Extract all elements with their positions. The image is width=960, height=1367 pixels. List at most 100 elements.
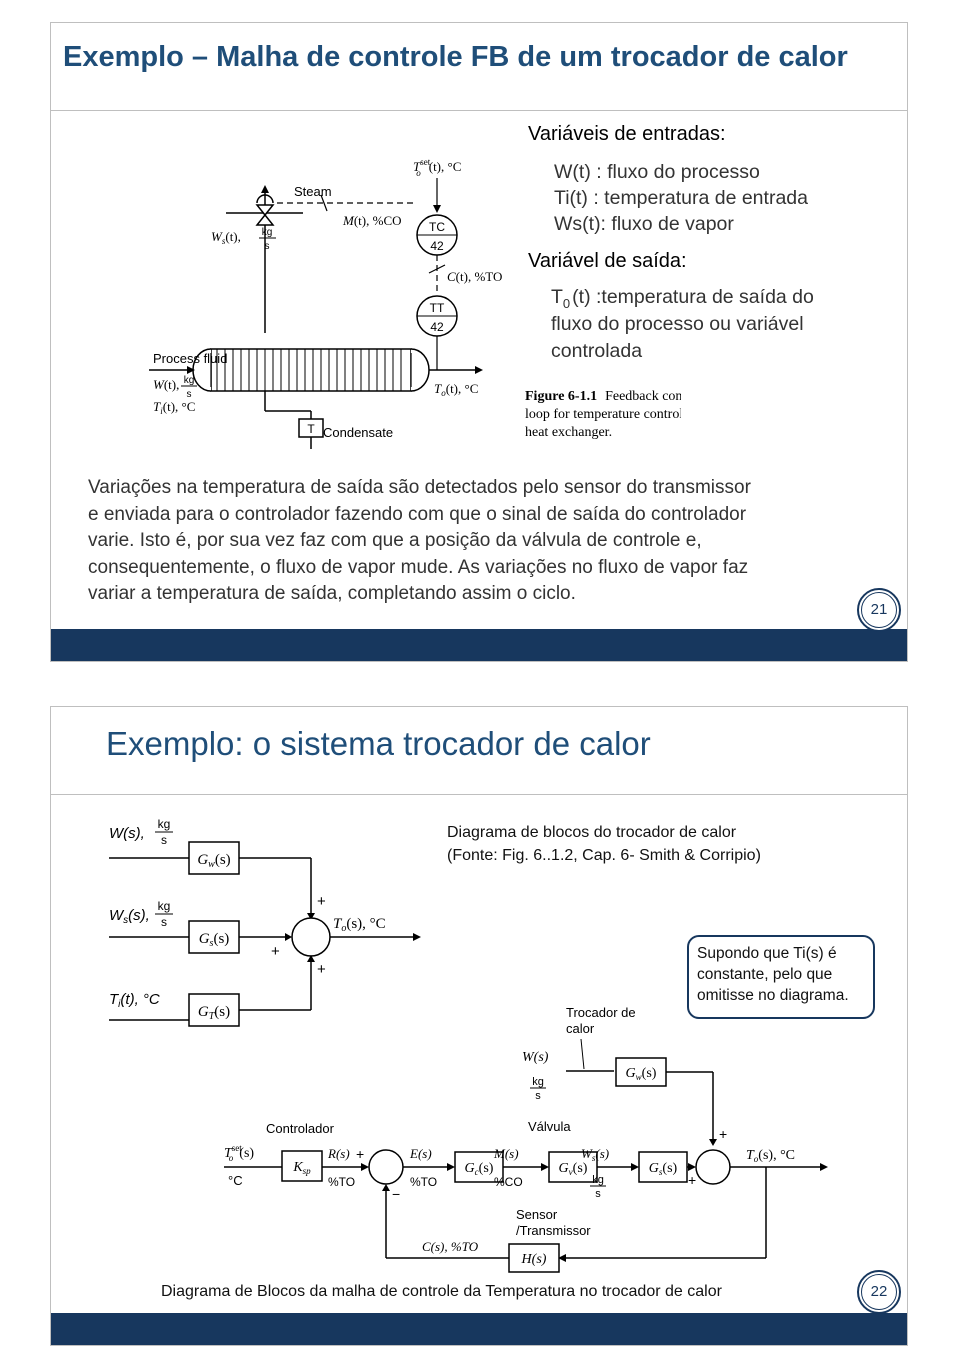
trocador-label-2: calor [566, 1021, 595, 1036]
sum-plus-top: + [317, 893, 326, 910]
ws-unit-s: s [265, 241, 270, 252]
gs-block: Gs(s) [199, 931, 230, 949]
output-line-2: fluxo do processo ou variável [551, 313, 804, 335]
slide-title: Exemplo: o sistema trocador de calor [106, 725, 651, 762]
w-input-label: W(s), [109, 825, 145, 842]
ws-unit-kg: kg [158, 899, 171, 913]
to-output-label: To(s), °C [746, 1148, 795, 1164]
process-fluid-label: Process fluid [153, 351, 227, 366]
tc-label: TC [429, 220, 445, 234]
c-signal-label: C(t), %TO [447, 269, 502, 284]
sum-plus-left: + [271, 943, 280, 960]
page-number-badge: 21 [857, 588, 901, 632]
w-unit-s: s [161, 833, 167, 847]
trocador-label-1: Trocador de [566, 1005, 636, 1020]
input-item-3: Ws(t): fluxo de vapor [554, 213, 734, 235]
w-disturbance-label: W(s) [522, 1050, 549, 1065]
ws-unit-s: s [595, 1188, 601, 1200]
controlador-label: Controlador [266, 1121, 335, 1136]
gv-block: Gv(s) [559, 1161, 588, 1177]
sum1-minus: − [392, 1186, 400, 1202]
paragraph-line: e enviada para o controlador fazendo com… [88, 503, 747, 525]
figure-caption-line3: heat exchanger. [525, 425, 612, 440]
sensor-label-2: /Transmissor [516, 1223, 591, 1238]
paragraph-line: variar a temperatura de saída, completan… [88, 583, 576, 604]
output-line-3: controlada [551, 340, 643, 362]
sum1-plus: + [356, 1146, 364, 1162]
w-unit-kg: kg [184, 375, 195, 386]
paragraph-line: Variações na temperatura de saída são de… [88, 477, 751, 498]
slide-22: Exemplo: o sistema trocador de calor Dia… [50, 706, 908, 1346]
tt-number: 42 [430, 320, 444, 334]
w-unit-kg: kg [158, 817, 171, 831]
w-label: W(t), [153, 377, 179, 392]
sensor-label-1: Sensor [516, 1207, 558, 1222]
c-signal-label: C(s), %TO [422, 1239, 479, 1254]
condensate-label: Condensate [323, 425, 393, 440]
note-line: constante, pelo que [697, 966, 833, 983]
ws-label: Ws(t), [211, 229, 241, 246]
slide-21: Exemplo – Malha de controle FB de um tro… [50, 22, 908, 662]
page-number-badge: 22 [857, 1270, 901, 1314]
paragraph-line: consequentemente, o fluxo de vapor mude.… [88, 556, 749, 578]
ti-input-label: Ti(t), °C [109, 991, 160, 1010]
ws-unit-kg: kg [262, 227, 273, 238]
footer-caption: Diagrama de Blocos da malha de controle … [161, 1283, 722, 1300]
ksp-block: Ksp [292, 1160, 311, 1176]
closed-loop-block-diagram: Trocador de calor W(s) kg s Gw(s) + Cont… [224, 1005, 828, 1273]
m-signal-label: M(s) [493, 1146, 519, 1161]
output-line-1: T0(t) :temperatura de saída do [551, 286, 814, 311]
to-label: To(t), °C [434, 381, 478, 398]
w-unit-kg: kg [532, 1076, 544, 1088]
gs-block: Gs(s) [649, 1161, 678, 1177]
gt-block: GT(s) [198, 1004, 230, 1022]
r-signal-label: R(s) [327, 1146, 350, 1161]
figure-caption-line2: loop for temperature control of a [525, 407, 681, 422]
open-loop-block-diagram: W(s), kg s Ws(s), kg s Ti(t), °C Gw(s) +… [109, 817, 421, 1027]
ws-signal-label: Ws(s) [581, 1146, 609, 1163]
slide-title-bar: Exemplo – Malha de controle FB de um tro… [51, 23, 907, 111]
diagram-caption-line2: (Fonte: Fig. 6..1.2, Cap. 6- Smith & Cor… [447, 847, 761, 864]
w-unit-s: s [535, 1090, 541, 1102]
inputs-heading: Variáveis de entradas: [528, 123, 726, 145]
m-signal-unit: %CO [494, 1175, 523, 1189]
note-line: Supondo que Ti(s) é [697, 945, 837, 962]
sum2-plus-top: + [719, 1126, 727, 1142]
gw-block: Gw(s) [197, 852, 230, 870]
ws-unit-kg: kg [592, 1174, 604, 1186]
slide-title: Exemplo – Malha de controle FB de um tro… [63, 41, 848, 73]
r-signal-unit: %TO [328, 1175, 355, 1189]
explanation-paragraph: Variações na temperatura de saída são de… [88, 475, 878, 608]
note-line: omitisse no diagrama. [697, 987, 849, 1004]
gw-block: Gw(s) [626, 1066, 657, 1082]
ti-label: Ti(t), °C [153, 399, 195, 416]
steam-label: Steam [294, 184, 332, 199]
output-heading: Variável de saída: [528, 250, 687, 272]
assumption-note: Supondo que Ti(s) é constante, pelo que … [687, 935, 875, 1019]
paragraph-line: varie. Isto é, por sua vez faz com que a… [88, 530, 702, 551]
steam-trap-label: T [307, 422, 315, 436]
gc-block: Gc(s) [465, 1161, 494, 1177]
m-signal-label: M(t), %CO [342, 213, 402, 228]
slide-footer-bar [51, 1313, 907, 1345]
ws-unit-s: s [161, 915, 167, 929]
tc-number: 42 [430, 239, 444, 253]
e-signal-label: E(s) [409, 1146, 432, 1161]
w-unit-s: s [187, 389, 192, 400]
setpoint-unit: °C [228, 1173, 243, 1188]
input-item-1: W(t) : fluxo do processo [554, 161, 760, 183]
heat-exchanger-figure: TC 42 TT 42 [149, 157, 681, 449]
h-block: H(s) [521, 1252, 547, 1267]
diagram-caption-line1: Diagrama de blocos do trocador de calor [447, 824, 737, 841]
input-item-2: Ti(t) : temperatura de entrada [554, 187, 808, 209]
ws-input-label: Ws(s), [109, 907, 150, 926]
sum-plus-bottom: + [317, 961, 326, 978]
slide-footer-bar [51, 629, 907, 661]
valvula-label: Válvula [528, 1119, 571, 1134]
to-output-label: To(s), °C [333, 916, 386, 934]
slide-title-bar: Exemplo: o sistema trocador de calor [51, 707, 907, 795]
sum2-plus-left: + [688, 1172, 696, 1188]
